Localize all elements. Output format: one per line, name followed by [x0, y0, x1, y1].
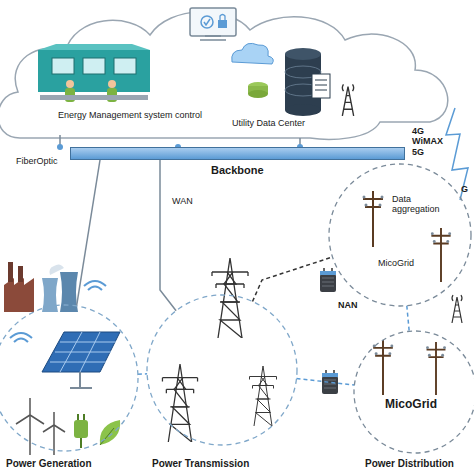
backbone-bar: Backbone [70, 147, 405, 160]
text-label: Energy Management system control [58, 110, 202, 120]
region-outline [146, 294, 298, 446]
region-outline [328, 163, 472, 307]
transmission-region: Power Transmission [146, 294, 298, 446]
text-label: 4G WiMAX 5G [412, 126, 450, 157]
region-outline [0, 304, 139, 452]
generation-region: Power Generation [0, 304, 139, 452]
network-link [407, 306, 409, 332]
utility-pole [363, 191, 384, 247]
utility-pole [431, 228, 451, 282]
data-center-icon [232, 43, 330, 116]
node-title: Power Generation [6, 458, 92, 470]
text-label: FiberOptic [16, 156, 58, 166]
utility-pole [373, 340, 394, 395]
control-room-icon [38, 44, 150, 102]
network-link [138, 373, 147, 375]
network-link [77, 160, 100, 306]
network-link [297, 379, 355, 386]
text-label: G [461, 184, 468, 194]
cell-tower [452, 295, 462, 323]
transmission-tower [162, 364, 197, 442]
microgrid-region: MicoGridPower Distribution [353, 330, 474, 454]
network-link [253, 257, 333, 302]
cell-tower [342, 84, 353, 116]
text-label: NAN [338, 300, 358, 310]
secure-monitor-icon [190, 8, 236, 40]
node-title: MicoGrid [385, 398, 437, 412]
wireless-link [446, 108, 468, 200]
microgrid-region: MicoGrid [328, 163, 472, 307]
transmission-tower [250, 366, 277, 426]
network-link [160, 160, 176, 311]
region-outline [353, 330, 474, 454]
text-label: WAN [172, 196, 193, 206]
generation-plants [4, 262, 120, 455]
transformer [320, 268, 336, 292]
node-title: MicoGrid [378, 258, 414, 268]
text-label: Utility Data Center [232, 118, 305, 128]
text-label: Data aggregation [392, 194, 450, 215]
node-title: Power Distribution [365, 458, 454, 470]
node-title: Power Transmission [152, 458, 249, 470]
node-title: Backbone [211, 164, 264, 177]
utility-pole [426, 342, 446, 395]
